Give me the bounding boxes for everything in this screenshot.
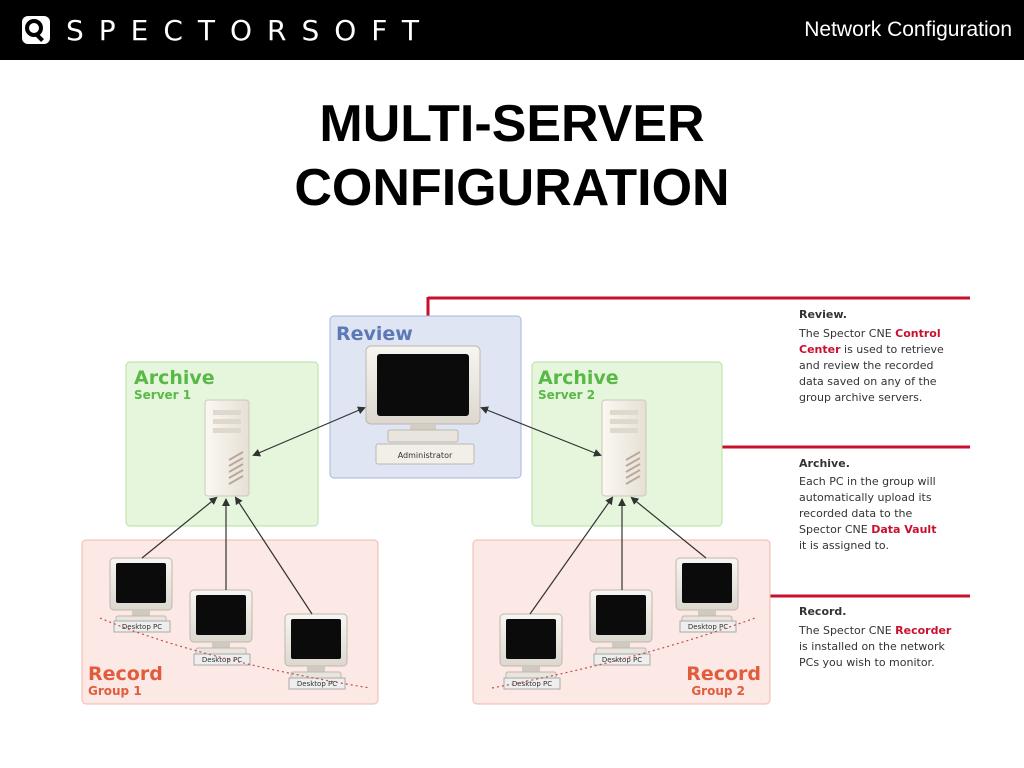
archive-line4: Spector CNE Data Vault: [799, 523, 936, 536]
review-rule: [426, 296, 970, 316]
record-line3: PCs you wish to monitor.: [799, 656, 935, 669]
record-heading: Record.: [799, 605, 847, 618]
section-title: Network Configuration: [804, 18, 1012, 41]
arrow-review-archive2: [480, 406, 602, 457]
archive-line2: automatically upload its: [799, 491, 932, 504]
archive-left-subtitle: Server 1: [134, 388, 191, 402]
slide-title: MULTI-SERVER CONFIGURATION: [0, 92, 1024, 220]
review-line2-text: is used to retrieve: [841, 343, 944, 356]
record-right-title: Record: [686, 663, 761, 685]
archive-line5: it is assigned to.: [799, 539, 889, 552]
desktop-pc-label: Desktop PC: [297, 680, 337, 688]
desktop-pc-g1-3: Desktop PC: [284, 613, 348, 690]
arrow-review-archive1: [252, 406, 366, 457]
desktop-pc-g1-2: Desktop PC: [189, 589, 253, 666]
network-line-g2: [491, 617, 756, 689]
arrow-pc-g1-1: [141, 496, 218, 559]
arrow-pc-g2-3: [630, 496, 707, 559]
arrow-pc-g1-3: [234, 496, 313, 615]
archive-line4-text: Spector CNE: [799, 523, 871, 536]
desktop-pc-label: Desktop PC: [122, 623, 162, 631]
archive-line3: recorded data to the: [799, 507, 912, 520]
slide-title-line1: MULTI-SERVER: [319, 95, 705, 153]
archive-server1-tower: [204, 399, 250, 497]
review-line2: Center is used to retrieve: [799, 343, 944, 356]
desktop-pc-g2-1: Desktop PC: [499, 613, 563, 690]
desktop-pc-label: Desktop PC: [688, 623, 728, 631]
review-line4: data saved on any of the: [799, 375, 937, 388]
review-heading: Review.: [799, 308, 847, 321]
review-line5: group archive servers.: [799, 391, 922, 404]
record-left-title: Record: [88, 663, 163, 685]
administrator-label: Administrator: [398, 451, 453, 460]
administrator-computer: Administrator: [365, 345, 481, 465]
archive-right-title: Archive: [538, 367, 619, 389]
archive-server2-tower: [601, 399, 647, 497]
archive-right-subtitle: Server 2: [538, 388, 595, 402]
desktop-pc-label: Desktop PC: [602, 656, 642, 664]
record-recorder-term: Recorder: [895, 624, 952, 637]
review-box-title: Review: [336, 323, 413, 345]
archive-line1: Each PC in the group will: [799, 475, 936, 488]
archive-left-title: Archive: [134, 367, 215, 389]
desktop-pc-g2-3: Desktop PC: [675, 557, 739, 633]
record-line1-text: The Spector CNE: [798, 624, 895, 637]
record-description: Record. The Spector CNE Recorder is inst…: [798, 605, 952, 669]
record-right-subtitle: Group 2: [691, 684, 745, 698]
desktop-pc-label: Desktop PC: [512, 680, 552, 688]
desktop-pc-g1-1: Desktop PC: [109, 557, 173, 633]
record-line1: The Spector CNE Recorder: [798, 624, 952, 637]
archive-heading: Archive.: [799, 457, 850, 470]
header-bar: SPECTORSOFT Network Configuration: [0, 0, 1024, 60]
archive-description: Archive. Each PC in the group will autom…: [799, 457, 936, 552]
network-line-g1: [99, 617, 371, 689]
record-line2: is installed on the network: [799, 640, 946, 653]
review-description: Review. The Spector CNE Control Center i…: [798, 308, 944, 404]
arrow-pc-g2-1: [529, 496, 614, 615]
brand-logo-text: SPECTORSOFT: [66, 14, 435, 47]
archive-datavault-term: Data Vault: [871, 523, 936, 536]
review-line1-text: The Spector CNE: [798, 327, 895, 340]
slide-title-line2: CONFIGURATION: [294, 159, 730, 217]
desktop-pc-g2-2: Desktop PC: [589, 589, 653, 666]
desktop-pc-label: Desktop PC: [202, 656, 242, 664]
magnifier-icon: [22, 16, 50, 44]
review-line3: and review the recorded: [799, 359, 934, 372]
review-line1: The Spector CNE Control: [798, 327, 941, 340]
review-center-term: Center: [799, 343, 841, 356]
review-control-term: Control: [895, 327, 940, 340]
record-left-subtitle: Group 1: [88, 684, 142, 698]
